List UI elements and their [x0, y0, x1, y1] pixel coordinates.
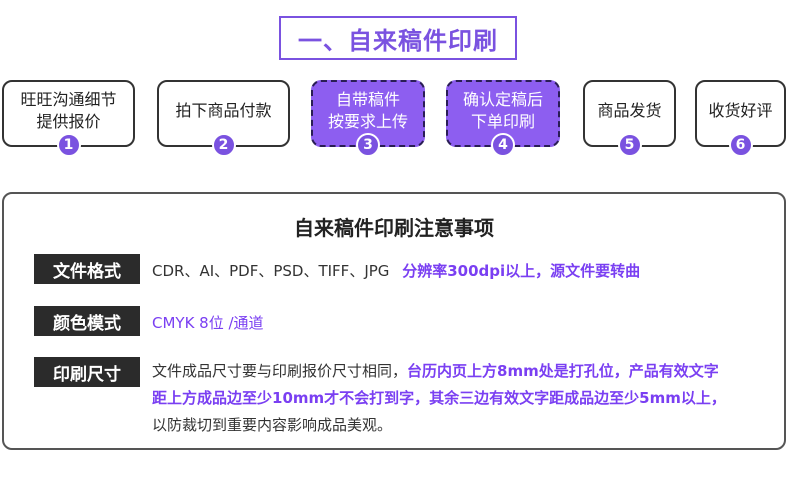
- step-6-card: 收货好评 6: [695, 80, 786, 157]
- step-number-badge: 5: [617, 133, 642, 157]
- step-number-badge: 3: [356, 133, 380, 157]
- print-size-text: 文件成品尺寸要与印刷报价尺寸相同，台历内页上方8mm处是打孔位，产品有效文字 距…: [152, 358, 726, 439]
- step-label-line1: 拍下商品付款: [175, 100, 272, 120]
- notes-title: 自来稿件印刷注意事项: [294, 216, 494, 240]
- step-2-card: 拍下商品付款 2: [157, 80, 290, 157]
- print-size-label: 印刷尺寸: [34, 357, 140, 387]
- step-label-line1: 确认定稿后: [462, 89, 543, 109]
- step-4-card: 确认定稿后 下单印刷 4: [446, 80, 560, 157]
- file-format-list: CDR、AI、PDF、PSD、TIFF、JPG: [152, 262, 390, 280]
- step-label-line2: 按要求上传: [327, 111, 408, 131]
- color-mode-label: 颜色模式: [34, 306, 140, 336]
- step-5-card: 商品发货 5: [583, 80, 676, 157]
- step-3-card: 自带稿件 按要求上传 3: [311, 80, 425, 157]
- step-label-line1: 旺旺沟通细节: [20, 89, 117, 109]
- step-number-badge: 2: [211, 133, 236, 157]
- step-label-line2: 提供报价: [36, 111, 101, 131]
- file-format-label: 文件格式: [34, 254, 140, 284]
- color-mode-value: CMYK 8位 /通道: [152, 314, 264, 332]
- notes-panel: 自来稿件印刷注意事项 文件格式 CDR、AI、PDF、PSD、TIFF、JPG …: [2, 192, 786, 450]
- print-size-line1-plain: 文件成品尺寸要与印刷报价尺寸相同，: [152, 362, 408, 380]
- print-size-line3-plain: 以防裁切到重要内容影响成品美观。: [152, 416, 393, 434]
- step-number-badge: 4: [491, 133, 515, 157]
- file-format-note: 分辨率300dpi以上，源文件要转曲: [402, 262, 641, 280]
- print-size-line2-accent: 距上方成品边至少10mm才不会打到字，其余三边有效文字距成品边至少5mm以上，: [152, 389, 726, 407]
- step-label-line1: 商品发货: [597, 100, 662, 120]
- step-label-line2: 下单印刷: [470, 111, 535, 131]
- step-label-line1: 自带稿件: [335, 89, 400, 109]
- print-size-line1-accent: 台历内页上方8mm处是打孔位，产品有效文字: [407, 362, 719, 380]
- page-title: 一、自来稿件印刷: [279, 16, 517, 60]
- step-number-badge: 1: [56, 133, 81, 157]
- step-number-badge: 6: [728, 133, 753, 157]
- step-label-line1: 收货好评: [708, 100, 773, 120]
- file-format-text: CDR、AI、PDF、PSD、TIFF、JPG 分辨率300dpi以上，源文件要…: [152, 260, 640, 281]
- step-1-card: 旺旺沟通细节 提供报价 1: [2, 80, 135, 157]
